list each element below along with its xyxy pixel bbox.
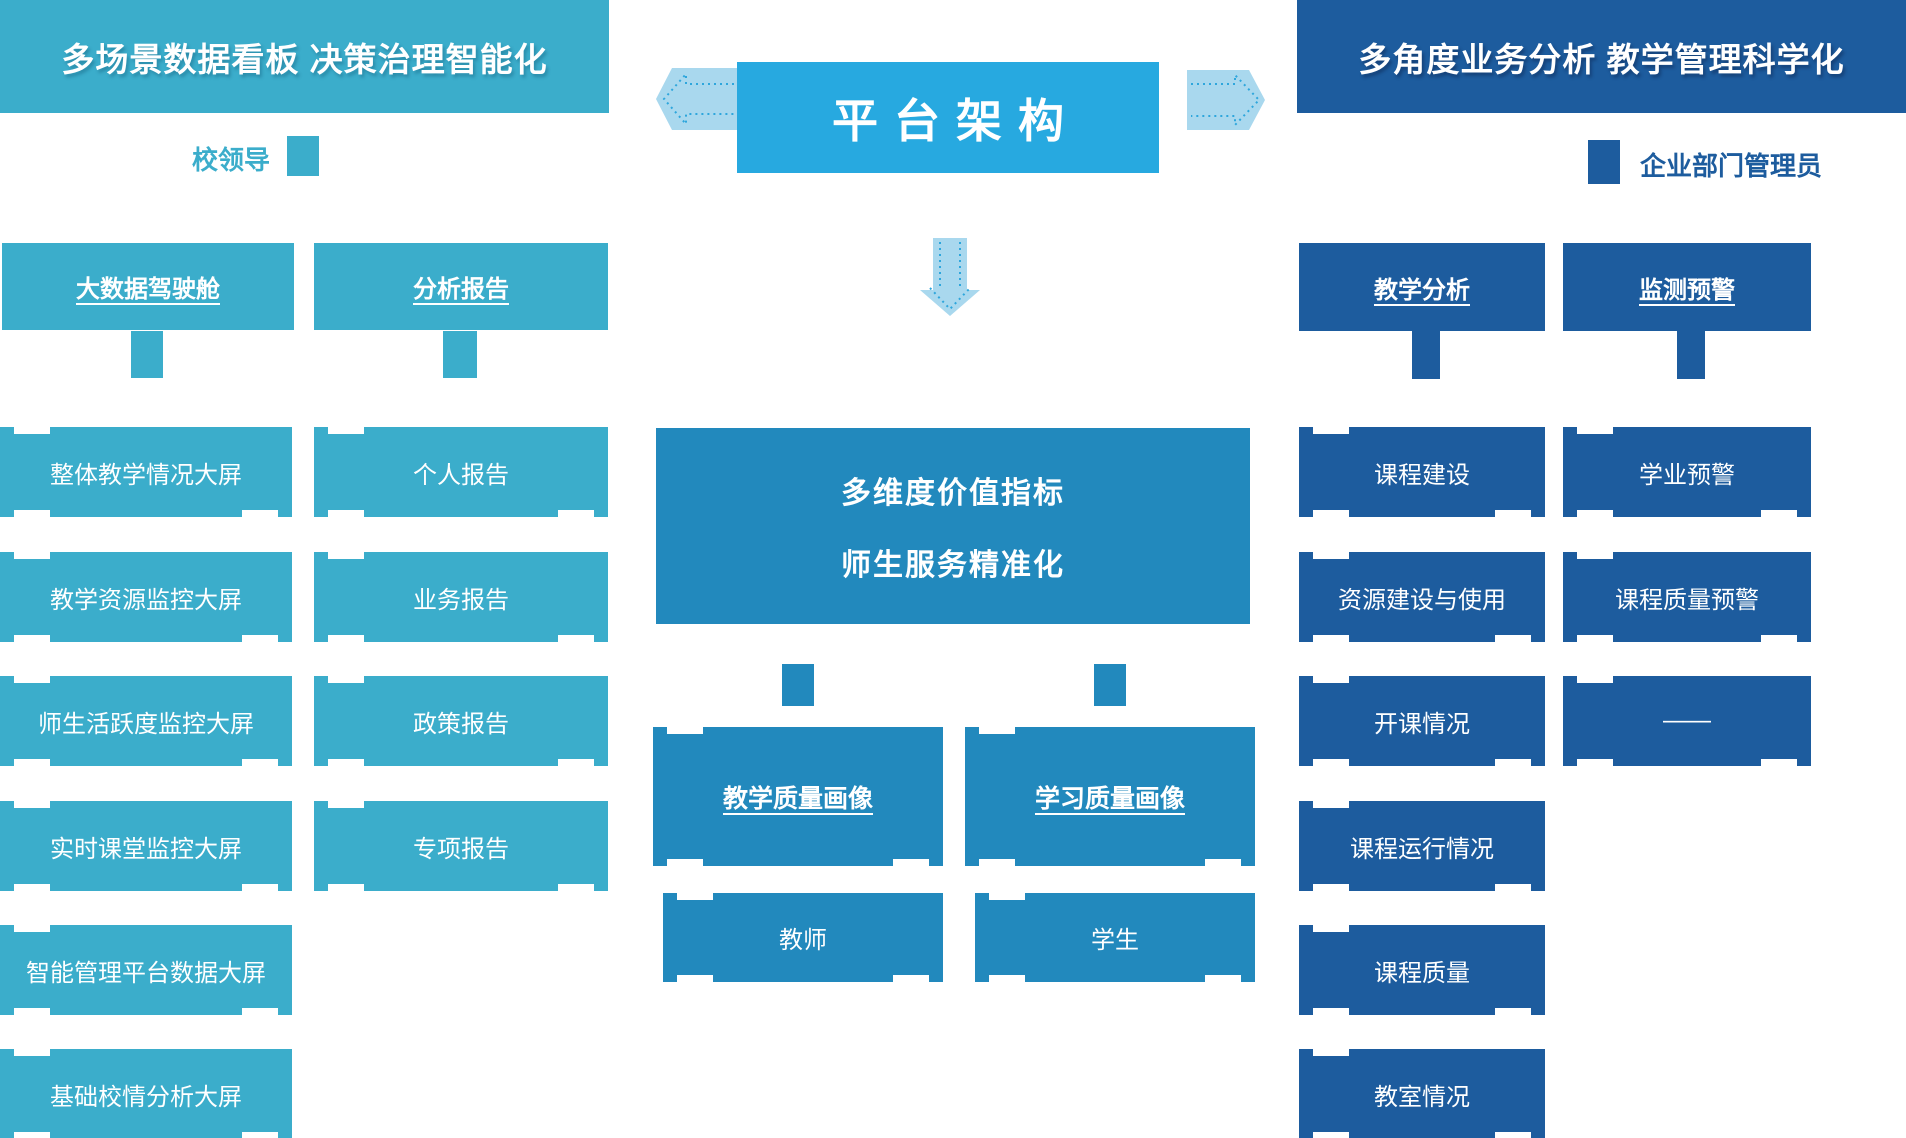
item-text: 整体教学情况大屏 [50,461,242,489]
item-text: 课程运行情况 [1350,835,1494,863]
item-text: 资源建设与使用 [1338,586,1506,614]
item-text: 智能管理平台数据大屏 [26,959,266,987]
item-course-opening: 开课情况 [1299,674,1545,768]
column-header-analysis-report: 分析报告 [314,243,608,330]
right-arrow-icon [1187,70,1265,130]
connector-square [443,331,477,378]
column-header-big-data-cockpit: 大数据驾驶舱 [2,243,294,330]
connector-square [782,664,814,706]
value-indicator-box: 多维度价值指标 师生服务精准化 [656,428,1250,624]
item-resource-construction-usage: 资源建设与使用 [1299,550,1545,644]
item-classroom-status: 教室情况 [1299,1047,1545,1138]
down-arrow-icon [920,238,980,316]
left-arrow-icon [656,68,738,130]
item-personal-report: 个人报告 [314,425,608,519]
left-banner-title: 多场景数据看板 决策治理智能化 [61,40,548,78]
role-label-text: 企业部门管理员 [1640,150,1823,181]
connector-square [1677,331,1705,379]
student-box: 学生 [975,891,1255,984]
connector-square [131,331,163,378]
learning-quality-portrait-box: 学习质量画像 [965,725,1255,868]
item-text: 实时课堂监控大屏 [50,835,242,863]
item-activity-monitor-screen: 师生活跃度监控大屏 [0,674,292,768]
right-banner: 多角度业务分析 教学管理科学化 [1297,0,1906,113]
item-basic-school-analysis-screen: 基础校情分析大屏 [0,1047,292,1138]
item-text: 专项报告 [413,835,509,863]
item-teaching-resource-screen: 教学资源监控大屏 [0,550,292,644]
item-text: 开课情况 [1374,710,1470,738]
column-header-text: 监测预警 [1639,276,1735,304]
item-text: 业务报告 [413,586,509,614]
connector-square [1412,331,1440,379]
portrait-text: 学习质量画像 [1034,784,1185,813]
item-overall-teaching-screen: 整体教学情况大屏 [0,425,292,519]
item-text: —— [1663,707,1711,734]
center-title-box: 平台架构 [737,62,1159,173]
item-policy-report: 政策报告 [314,674,608,768]
right-banner-title: 多角度业务分析 教学管理科学化 [1358,40,1845,78]
column-header-text: 教学分析 [1374,276,1470,304]
center-title-text: 平台架构 [832,94,1080,147]
item-text: 课程质量 [1374,959,1470,987]
item-text: 基础校情分析大屏 [50,1083,242,1111]
left-banner: 多场景数据看板 决策治理智能化 [0,0,609,113]
item-text: 教学资源监控大屏 [50,586,242,614]
item-text: 教师 [779,927,827,954]
role-marker-square [1588,140,1620,184]
portrait-text: 教学质量画像 [722,784,873,813]
item-smart-management-screen: 智能管理平台数据大屏 [0,923,292,1017]
item-text: 教室情况 [1374,1083,1470,1111]
item-course-quality-warning: 课程质量预警 [1563,550,1811,644]
column-header-text: 大数据驾驶舱 [76,276,220,303]
item-course-operation: 课程运行情况 [1299,799,1545,893]
column-header-monitoring-warning: 监测预警 [1563,243,1811,331]
item-realtime-class-screen: 实时课堂监控大屏 [0,799,292,893]
item-text: 学生 [1091,927,1139,954]
teaching-quality-portrait-box: 教学质量画像 [653,725,943,868]
item-text: 课程建设 [1374,461,1470,489]
value-line-2: 师生服务精准化 [841,549,1065,582]
value-line-1: 多维度价值指标 [841,477,1065,510]
column-header-text: 分析报告 [413,276,509,303]
item-special-report: 专项报告 [314,799,608,893]
role-marker-square [287,136,319,176]
item-text: 师生活跃度监控大屏 [38,710,254,738]
item-text: 课程质量预警 [1615,586,1759,614]
role-label-school-leader: 校领导 [60,140,270,176]
item-placeholder-dash: —— [1563,674,1811,768]
teacher-box: 教师 [663,891,943,984]
item-text: 学业预警 [1639,461,1735,489]
item-course-construction: 课程建设 [1299,425,1545,519]
item-course-quality: 课程质量 [1299,923,1545,1017]
item-text: 政策报告 [413,710,509,738]
role-label-enterprise-admin: 企业部门管理员 [1640,146,1900,182]
connector-square [1094,664,1126,706]
item-academic-warning: 学业预警 [1563,425,1811,519]
role-label-text: 校领导 [191,144,270,175]
column-header-teaching-analysis: 教学分析 [1299,243,1545,331]
item-business-report: 业务报告 [314,550,608,644]
item-text: 个人报告 [413,461,509,489]
